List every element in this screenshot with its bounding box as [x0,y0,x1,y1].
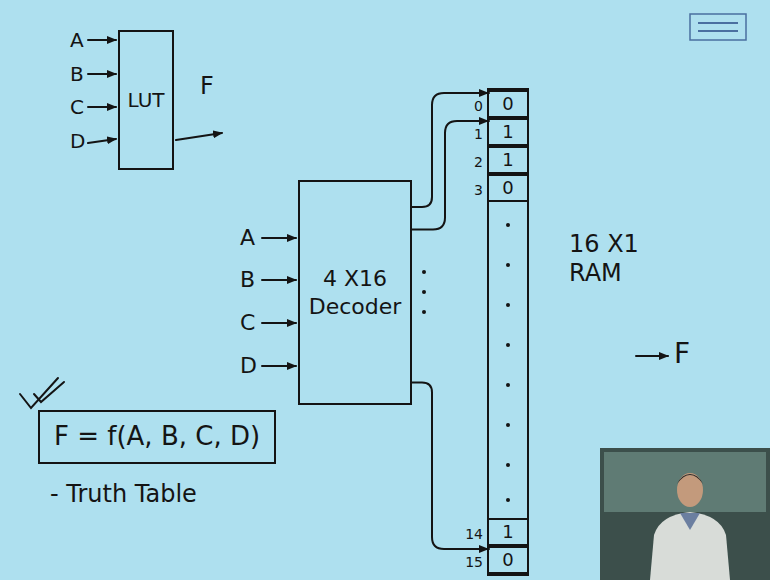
input-wire [262,237,296,239]
box-label: 4 X16 Decoder [305,265,405,320]
output-wire [176,133,222,140]
memory-cell: 0 [489,546,527,574]
presenter-body [650,512,730,580]
output-name: F [200,74,214,98]
note-text: - Truth Table [50,482,197,506]
connector-line [412,93,489,207]
input-wire [262,365,296,367]
address-number: 15 [464,555,484,569]
input-wire [88,139,116,143]
decoder-box: 4 X16 Decoder [298,180,412,405]
address-number: 3 [473,183,484,197]
cell-value: 1 [502,123,513,141]
ellipsis-dot [506,498,510,502]
equation-text: F = f(A, B, C, D) [54,420,260,454]
presenter-head [677,473,703,507]
box-label: LUT [127,88,164,113]
logo-mark [698,22,738,24]
equation-box: F = f(A, B, C, D) [38,410,276,464]
signal-name: B [240,269,255,291]
input-wire [88,39,116,41]
memory-heading: 16 X1 RAM [569,230,653,288]
cell-value: 1 [502,151,513,169]
lut-box: LUT [118,30,174,170]
video-wall [604,452,766,512]
connector [412,117,489,230]
output-name: F [674,340,690,368]
memory-cell: 0 [489,90,527,118]
logo-mark [698,30,738,32]
connector-line [412,383,489,550]
check-mark [20,378,64,408]
ellipsis-dot [506,383,510,387]
signal-name: A [240,227,255,249]
input-wire [262,279,296,281]
cell-value: 0 [502,179,513,197]
signal-name: D [240,355,257,377]
memory-cell: 1 [489,118,527,146]
input-wire [88,106,116,108]
input-wire [88,73,116,75]
ellipsis-dot [422,310,426,314]
ellipsis-dot [506,303,510,307]
output-arrow [636,355,668,357]
ellipsis-dot [422,290,426,294]
connector [412,89,489,207]
ellipsis-dot [506,223,510,227]
signal-name: D [70,131,85,151]
input-wire [262,322,296,324]
ellipsis-dot [506,463,510,467]
ellipsis-dot [506,263,510,267]
address-number: 14 [464,527,484,541]
presenter-collar [680,513,700,530]
memory-cell: 0 [489,174,527,202]
cell-value: 1 [502,523,513,541]
ellipsis-dot [506,423,510,427]
signal-name: A [70,30,84,50]
cell-value: 0 [502,95,513,113]
connector-line [412,121,489,230]
connector [412,383,489,554]
video-frame [600,448,770,580]
ram-column: 16 X1 RAM011010 [487,88,529,576]
logo-badge [690,14,746,40]
address-number: 1 [473,127,484,141]
cell-value: 0 [502,551,513,569]
address-number: 0 [473,99,484,113]
memory-cell: 1 [489,146,527,174]
signal-name: B [70,64,84,84]
video-inset [600,448,770,580]
presenter-hair [677,474,703,484]
ellipsis-dot [506,343,510,347]
signal-name: C [240,312,255,334]
memory-cell: 1 [489,518,527,546]
ellipsis-dot [422,270,426,274]
signal-name: C [70,97,84,117]
address-number: 2 [473,155,484,169]
